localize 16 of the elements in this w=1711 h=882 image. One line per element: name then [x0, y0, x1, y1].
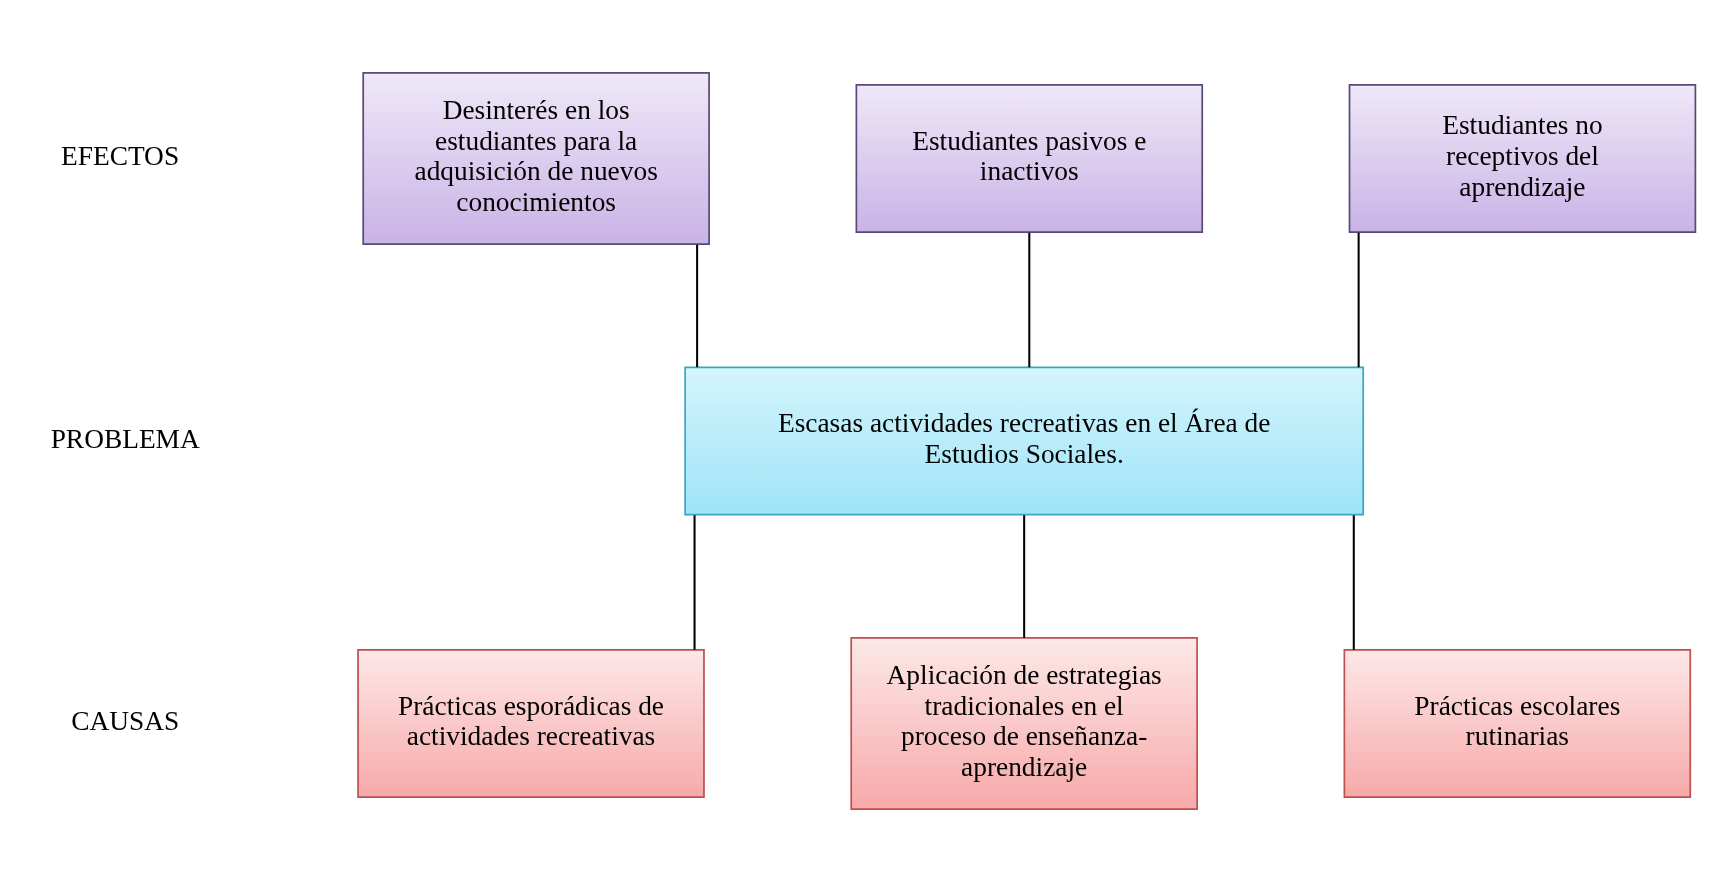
label: CAUSAS [71, 706, 180, 737]
node-box: Escasas actividades recreativas en el Área de Estudios Sociales. [684, 366, 1365, 516]
node-box: Estudiantes pasivos e inactivos [855, 84, 1204, 233]
label: EFECTOS [60, 140, 180, 171]
node-box: Prácticas escolares rutinarias [1343, 649, 1692, 798]
node-box: Desinterés en los estudiantes para la adquisición de nuevos conocimientos [362, 72, 710, 245]
connector [1023, 515, 1026, 638]
node-box: Estudiantes no receptivos del aprendizaje [1348, 84, 1697, 233]
connector [1028, 232, 1031, 368]
label: PROBLEMA [50, 423, 200, 454]
node-box: Prácticas esporádicas de actividades recreativas [357, 649, 705, 798]
connector [1357, 232, 1360, 368]
node-box: Aplicación de estrategias tradicionales en el proceso de enseñanza-aprendizaje [850, 637, 1198, 810]
connector [696, 244, 699, 368]
connector [693, 515, 696, 650]
connector [1352, 515, 1355, 650]
